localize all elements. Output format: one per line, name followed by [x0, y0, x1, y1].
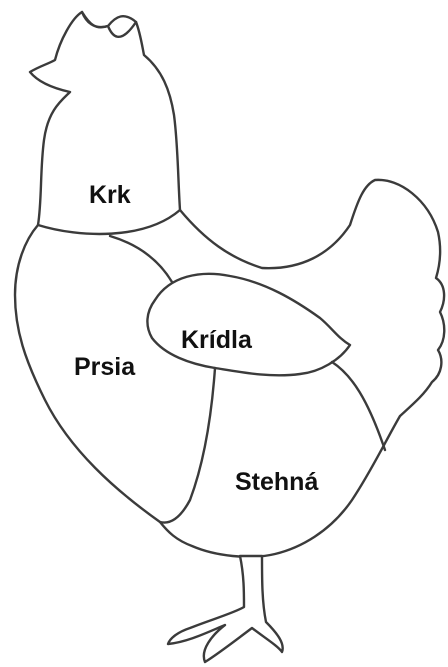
label-neck: Krk [89, 181, 131, 209]
label-wing: Krídla [181, 326, 253, 354]
label-breast: Prsia [74, 353, 136, 381]
chicken-leg [168, 556, 283, 662]
label-thigh: Stehná [235, 468, 318, 496]
